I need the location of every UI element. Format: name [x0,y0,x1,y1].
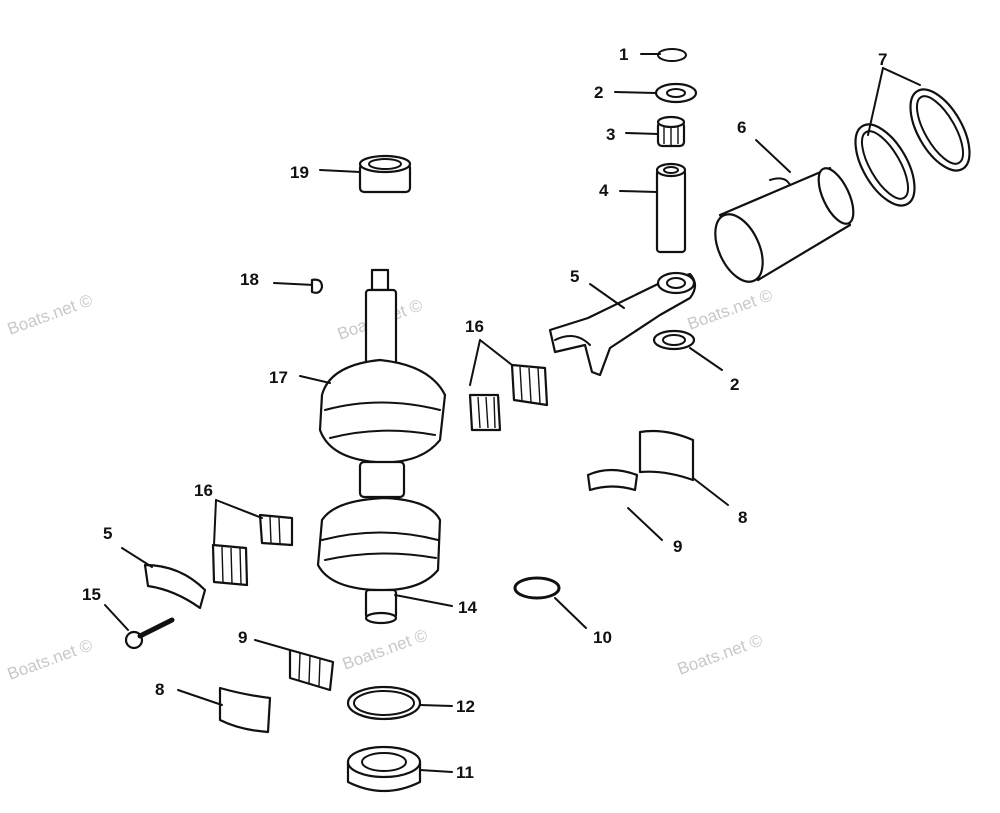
callout-2-lower: 2 [730,375,739,394]
part-15-cap-screw [104,604,175,650]
leader-14 [394,594,453,607]
callout-7: 7 [878,50,887,69]
part-16-bearing-lower [211,499,294,587]
callout-11: 11 [456,763,474,782]
callout-17: 17 [269,368,288,387]
callout-4: 4 [599,181,609,200]
part-10-snap-ring [513,576,587,629]
part-5-rod-cap [121,547,207,610]
callout-labels: 1 2 3 4 5 6 7 2 19 18 17 16 16 5 15 14 9… [82,45,887,782]
part-3-needle-bearing [625,115,686,148]
part-9-bearing-upper [586,468,663,541]
part-16-bearing-upper [468,339,549,432]
callout-16-upper: 16 [465,317,484,336]
callout-16-lower: 16 [194,481,213,500]
part-12-o-ring [346,685,453,721]
part-2-washer-lower [652,329,723,371]
part-5-connecting-rod [548,271,697,377]
callout-6: 6 [737,118,746,137]
part-7-piston-rings [854,67,971,207]
callout-8-lower: 8 [155,680,164,699]
watermark-right-upper: Boats.net © [685,285,776,333]
callout-14: 14 [458,598,477,617]
part-9-bearing-lower [254,639,335,692]
part-4-piston-pin [619,162,687,254]
watermark-left-lower: Boats.net © [5,635,96,683]
part-8-race-lower [177,686,272,734]
callout-19: 19 [290,163,309,182]
callout-2-upper: 2 [594,83,603,102]
callout-3: 3 [606,125,615,144]
part-1-retaining-ring [640,48,687,62]
part-17-crankshaft [299,268,447,625]
callout-5-upper: 5 [570,267,579,286]
callout-18: 18 [240,270,259,289]
part-2-washer-upper [614,82,698,104]
callout-8-upper: 8 [738,508,747,527]
part-19-bushing [319,154,412,194]
part-6-piston [714,139,855,283]
callout-5-lower: 5 [103,524,112,543]
callout-1: 1 [619,45,628,64]
part-18-dowel-pin [273,278,324,294]
watermark-center-lower: Boats.net © [340,625,431,673]
part-8-race-upper [638,429,729,506]
watermark-left-upper: Boats.net © [5,290,96,338]
callout-9-upper: 9 [673,537,682,556]
watermark-right-lower: Boats.net © [675,630,766,678]
callout-9-lower: 9 [238,628,247,647]
part-11-oil-seal [346,745,453,792]
callout-10: 10 [593,628,612,647]
callout-15: 15 [82,585,101,604]
callout-12: 12 [456,697,475,716]
